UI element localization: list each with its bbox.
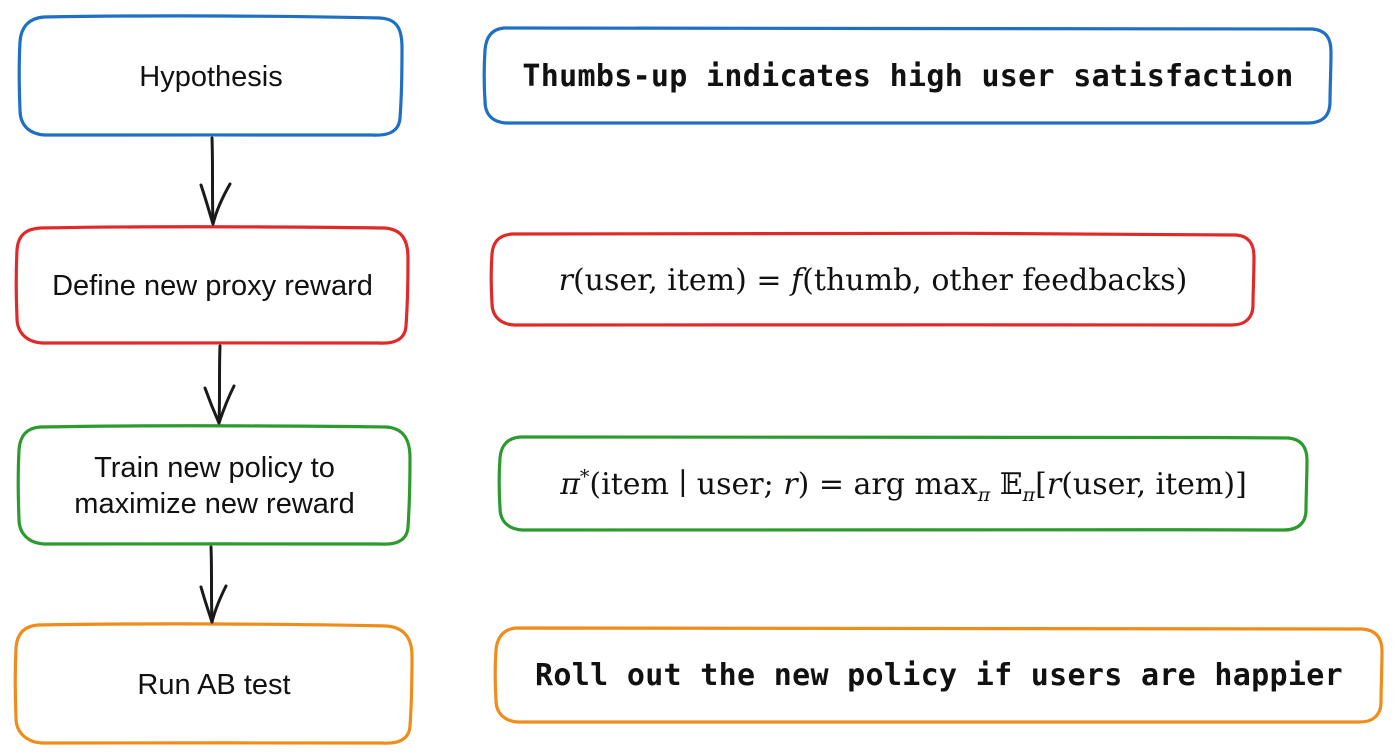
hypothesis-detail: Thumbs-up indicates high user satisfacti… (485, 28, 1331, 124)
reward-formula-r: r (558, 262, 573, 298)
policy-formula-close: ) (797, 466, 810, 502)
abtest-box-outline (13, 622, 414, 745)
reward-formula-fargs: thumb, other feedbacks (813, 262, 1176, 298)
reward-formula-eq: = (746, 262, 792, 298)
define-reward-label: Define new proxy reward (52, 270, 373, 302)
train-box-outline (16, 424, 412, 546)
policy-formula-pi: π (560, 466, 580, 502)
policy-formula-expectation: 𝔼 (990, 466, 1023, 502)
reward-formula-fclose: ) (1175, 262, 1188, 298)
arrow-hypothesis-to-reward (199, 136, 232, 226)
policy-formula-argmax-sub: π (977, 483, 991, 506)
reward-formula: r(user, item) = f(thumb, other feedbacks… (492, 234, 1254, 326)
policy-formula-argmax: = arg max (809, 466, 978, 502)
ab-test-label: Run AB test (137, 668, 291, 701)
policy-formula: π*(item ∣ user; r) = arg maxπ 𝔼π[r(user,… (500, 437, 1307, 531)
hypothesis-label: Hypothesis (139, 60, 283, 93)
hypothesis-step: Hypothesis (20, 17, 402, 136)
reward-formula-open: ( (572, 262, 585, 298)
policy-formula-bracket-open: [ (1035, 466, 1047, 502)
hypothesis-detail-text: Thumbs-up indicates high user satisfacti… (522, 58, 1294, 94)
policy-formula-bracket-close: ] (1235, 466, 1247, 502)
train-policy-step: Train new policy to maximize new reward (19, 427, 410, 545)
reward-formula-close: ) (735, 262, 747, 298)
reward-formula-f: f (791, 262, 803, 298)
reward-box-outline (14, 225, 410, 345)
arrow-reward-to-train (203, 344, 236, 425)
policy-formula-r: r (783, 466, 798, 502)
train-policy-label-line1: Train new policy to (94, 452, 335, 484)
train-policy-label-line2: maximize new reward (74, 488, 355, 520)
ab-test-detail-text: Roll out the new policy if users are hap… (535, 658, 1343, 693)
ab-test-step: Run AB test (16, 625, 412, 744)
reward-detail-outline (489, 231, 1256, 327)
policy-formula-inner-args: (user, item) (1061, 466, 1236, 502)
abtest-detail-outline (493, 625, 1384, 724)
reward-formula-args: user, item (584, 262, 736, 298)
define-reward-step: Define new proxy reward (17, 228, 408, 344)
policy-detail-outline (497, 434, 1309, 532)
policy-formula-star: * (579, 465, 590, 488)
policy-formula-expectation-sub: π (1022, 483, 1036, 506)
hypothesis-detail-outline (482, 25, 1333, 125)
policy-formula-expression: π*(item ∣ user; r) = arg maxπ 𝔼π[r(user,… (560, 465, 1247, 505)
arrow-train-to-abtest (199, 545, 228, 624)
reward-formula-expression: r(user, item) = f(thumb, other feedbacks… (559, 263, 1188, 298)
policy-formula-args: (item ∣ user; (589, 466, 784, 502)
ab-test-detail: Roll out the new policy if users are hap… (496, 628, 1382, 723)
hypothesis-box-outline (17, 14, 404, 137)
policy-formula-inner-r: r (1046, 466, 1062, 502)
reward-formula-fopen: ( (802, 262, 814, 298)
